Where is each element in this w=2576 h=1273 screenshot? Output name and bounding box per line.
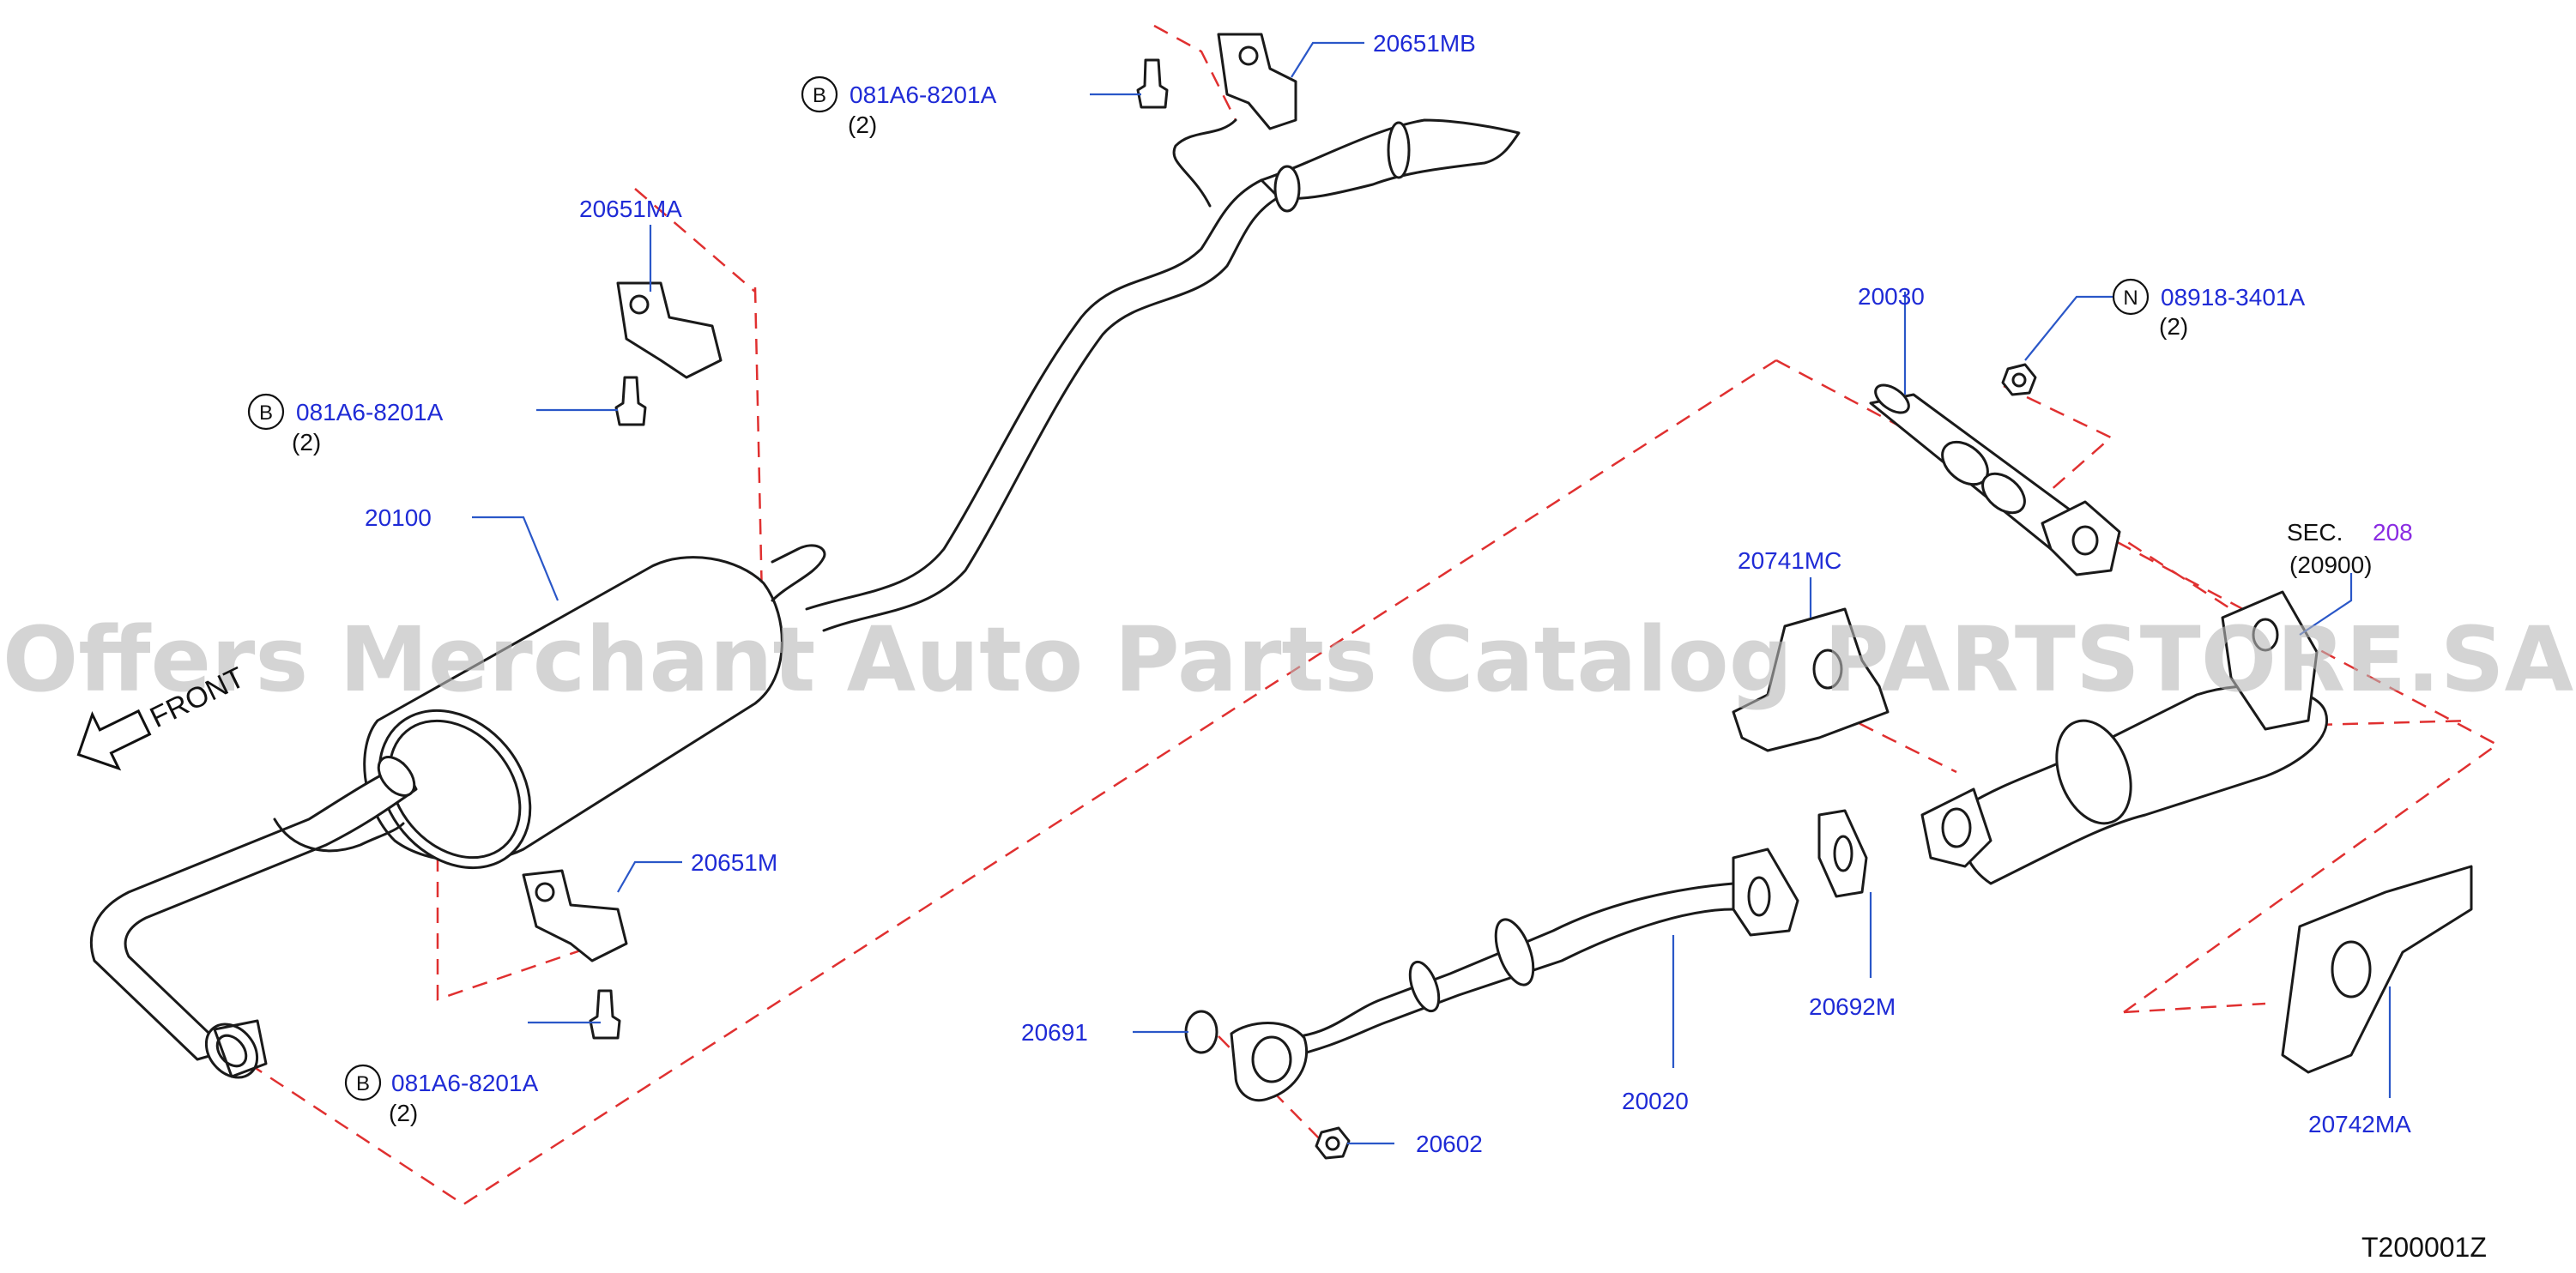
callout-qty-middle: (2) — [292, 429, 321, 456]
label-20100[interactable]: 20100 — [365, 504, 432, 531]
leader-lines — [472, 41, 2392, 1145]
badge-b-lower: B — [356, 1072, 370, 1095]
label-20692M[interactable]: 20692M — [1809, 993, 1896, 1020]
bolt-lower — [589, 989, 621, 1040]
section-reference[interactable]: SEC. 208 (20900) — [2287, 519, 2413, 578]
label-20651M[interactable]: 20651M — [691, 849, 777, 876]
watermark: Offers Merchant Auto Parts Catalog PARTS… — [3, 607, 2573, 712]
section-number[interactable]: 208 — [2373, 519, 2413, 546]
bolt-middle — [614, 376, 647, 426]
label-20691[interactable]: 20691 — [1021, 1019, 1088, 1046]
label-20602[interactable]: 20602 — [1416, 1131, 1483, 1157]
diagram-code: T200001Z — [2361, 1232, 2487, 1263]
callout-qty-upper: (2) — [848, 112, 877, 138]
badge-n: N — [2123, 287, 2138, 310]
bracket-20742MA — [2281, 865, 2473, 1074]
badge-b-middle: B — [259, 401, 273, 425]
seal-ring-20691 — [1184, 1010, 1218, 1054]
catalytic-converter-sec-208 — [1920, 590, 2328, 885]
section-sub: (20900) — [2289, 552, 2373, 578]
callout-bolt-upper[interactable]: B 081A6-8201A (2) — [801, 75, 997, 138]
label-20651MB[interactable]: 20651MB — [1373, 30, 1476, 57]
label-20741MC[interactable]: 20741MC — [1738, 547, 1841, 574]
callout-number-nut: 08918-3401A — [2161, 284, 2305, 311]
flex-tube-20030 — [1869, 383, 2121, 576]
label-20651MA[interactable]: 20651MA — [579, 196, 682, 222]
muffler-assembly-20100 — [89, 118, 1521, 1079]
label-20030[interactable]: 20030 — [1858, 283, 1925, 310]
callout-qty-nut: (2) — [2159, 313, 2188, 340]
callout-bolt-lower[interactable]: B 081A6-8201A (2) — [344, 1064, 539, 1126]
bolt-upper — [1136, 58, 1169, 109]
callout-qty-lower: (2) — [389, 1100, 418, 1126]
hanger-20651MB — [1217, 33, 1297, 130]
front-arrow-icon — [76, 709, 152, 771]
flange-nut — [2001, 363, 2037, 396]
callout-nut-N[interactable]: N 08918-3401A (2) — [2112, 278, 2305, 340]
nut-20602 — [1315, 1126, 1351, 1160]
bracket-20741MC — [1732, 607, 1890, 752]
label-20742MA[interactable]: 20742MA — [2308, 1111, 2411, 1137]
callout-bolt-middle[interactable]: B 081A6-8201A (2) — [247, 393, 444, 456]
section-prefix: SEC. — [2287, 519, 2343, 546]
front-tube-20020 — [1230, 848, 1799, 1102]
hanger-20651M — [522, 869, 628, 962]
badge-b-upper: B — [813, 84, 826, 107]
gasket-20692M — [1817, 809, 1868, 898]
label-20020[interactable]: 20020 — [1622, 1088, 1689, 1114]
callout-number-middle: 081A6-8201A — [296, 399, 444, 425]
hanger-20651MA — [616, 281, 723, 379]
callout-number-upper: 081A6-8201A — [850, 81, 997, 108]
callout-number-lower: 081A6-8201A — [391, 1070, 539, 1096]
